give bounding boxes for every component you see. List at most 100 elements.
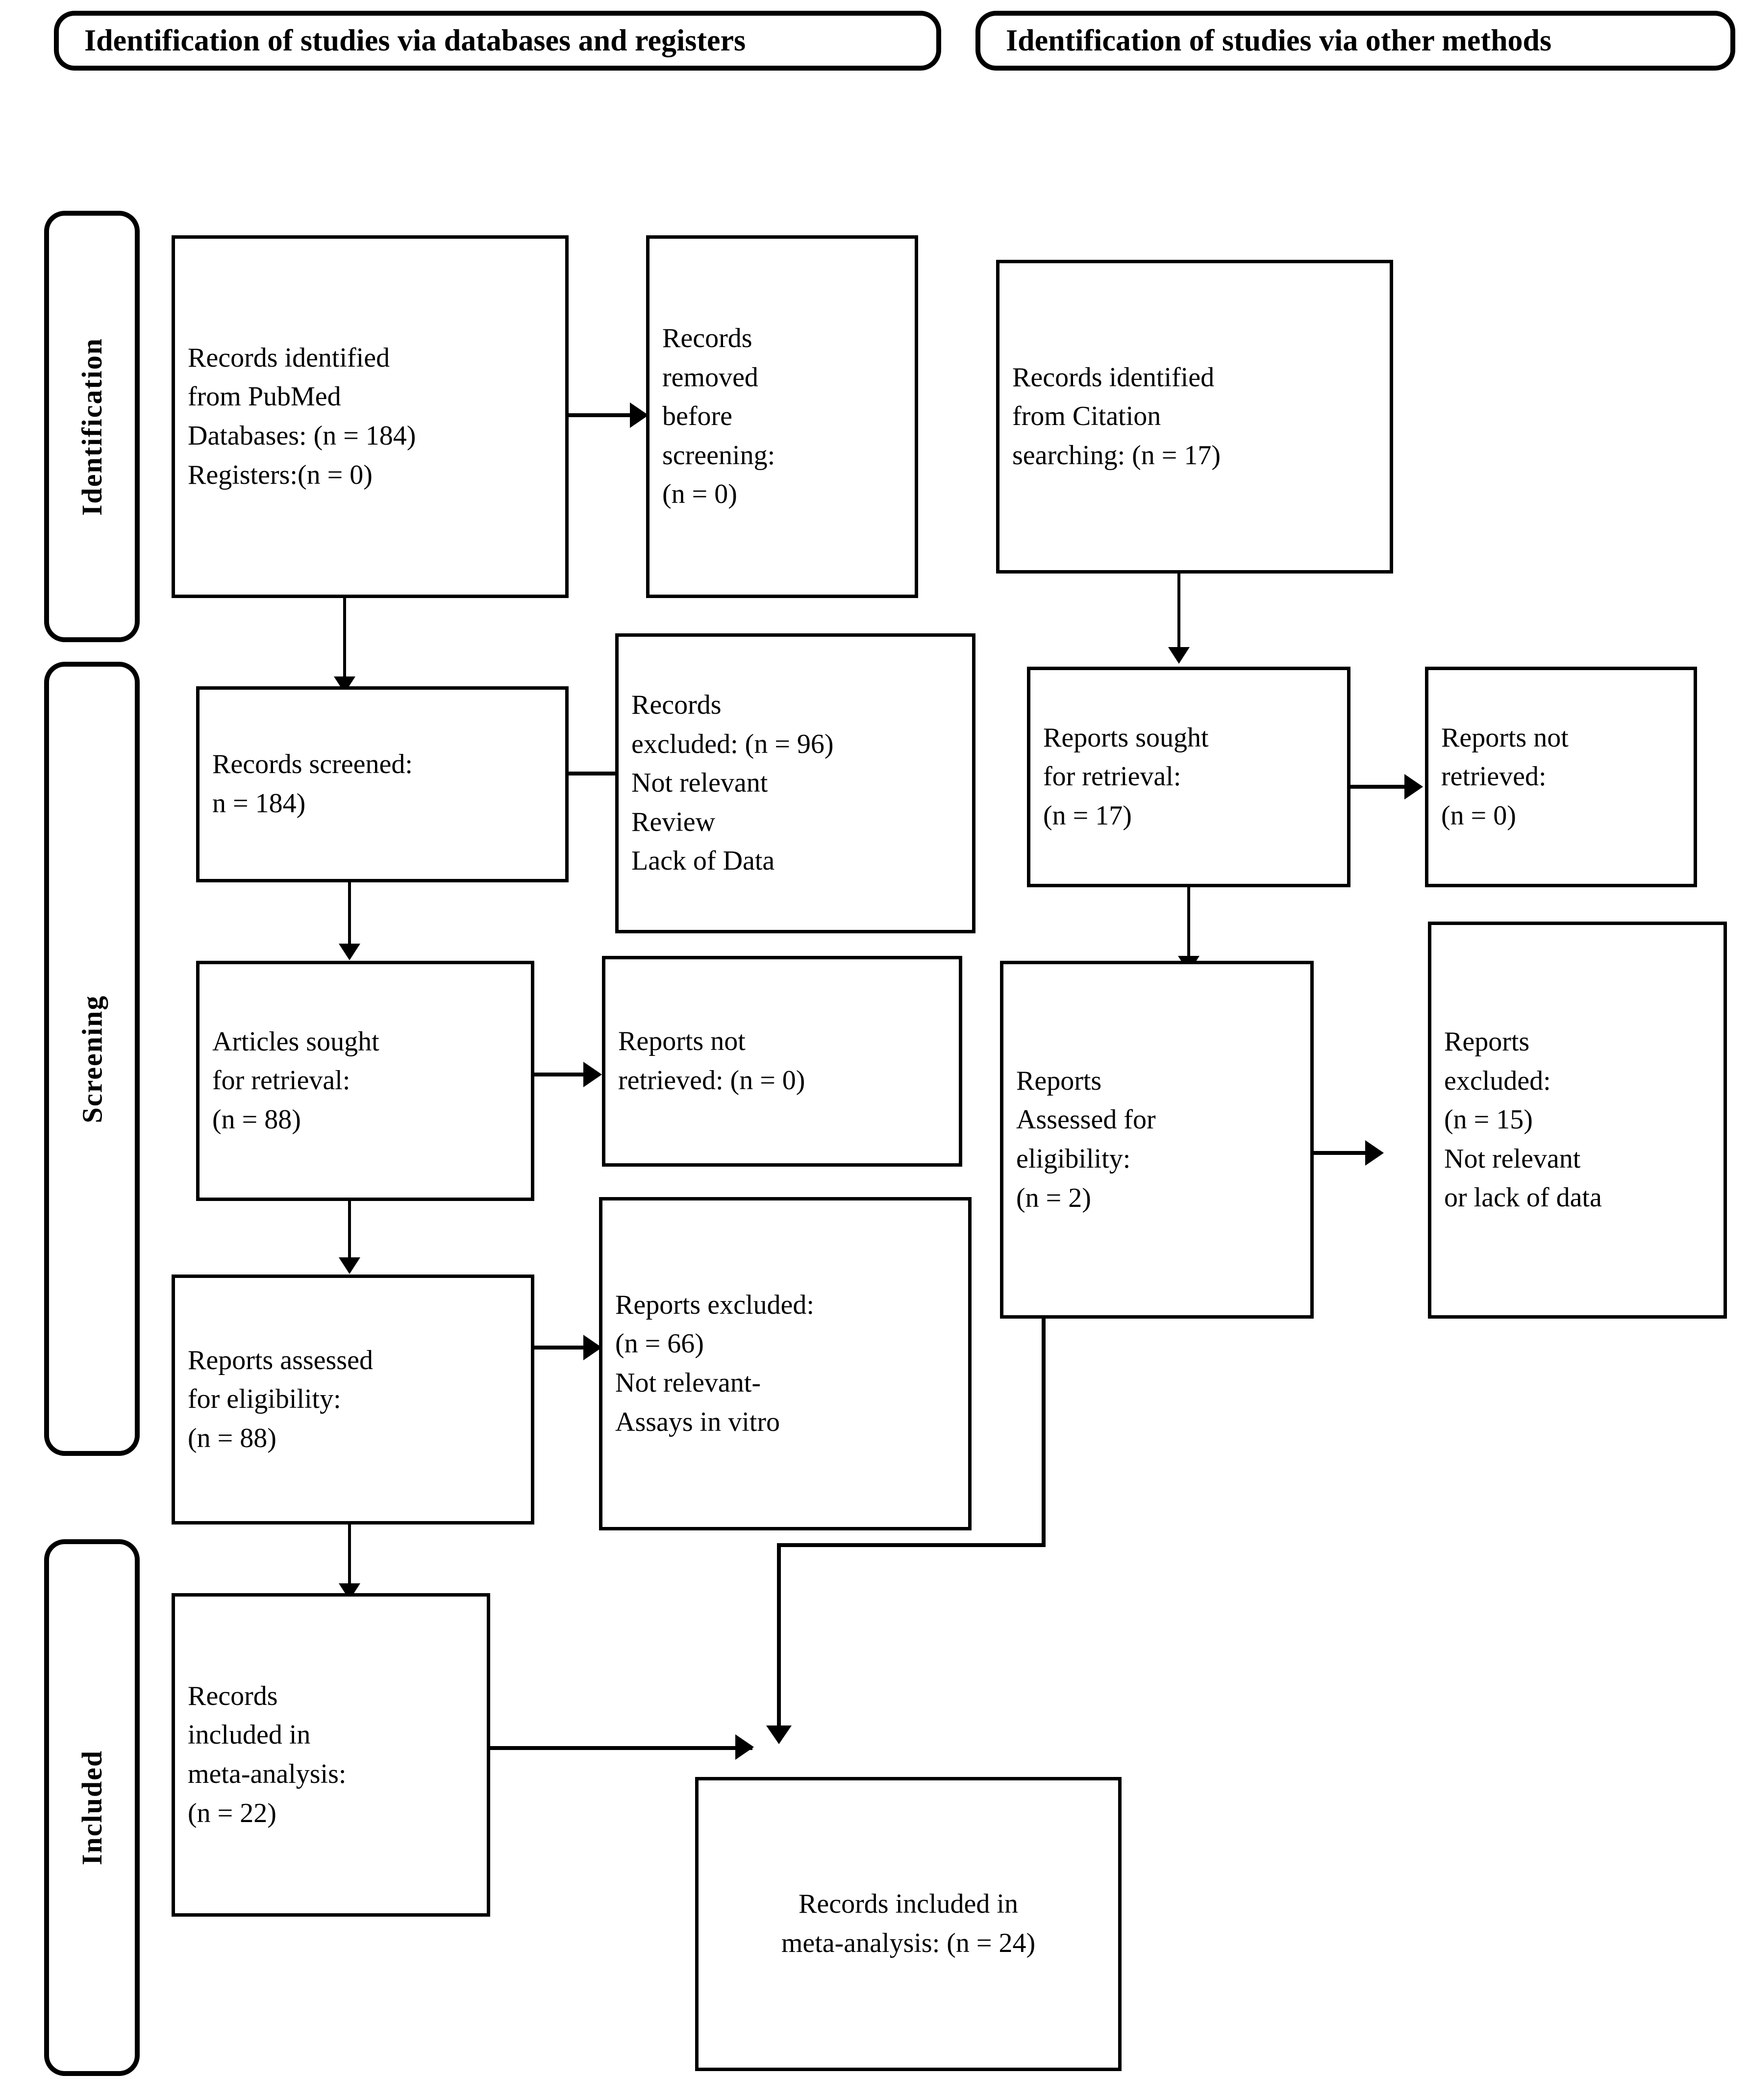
line: (n = 0) bbox=[1441, 800, 1516, 831]
line: Records identified bbox=[188, 342, 390, 373]
arrowhead-identified-to-removed bbox=[630, 402, 649, 428]
connector-articles-to-notretrieved-databases bbox=[534, 1073, 583, 1076]
connector-citation-to-reports-sought bbox=[1177, 574, 1180, 650]
line: Not relevant bbox=[631, 768, 768, 799]
node-articles-sought-databases: Articles sought for retrieval: (n = 88) bbox=[196, 961, 534, 1201]
arrowhead-sought-to-notretrieved-other bbox=[1404, 774, 1423, 800]
connector-assessed-to-excluded-other bbox=[1314, 1151, 1365, 1155]
line: Reports sought bbox=[1043, 722, 1209, 753]
connector-assessed-to-included-databases bbox=[348, 1525, 351, 1586]
line: for retrieval: bbox=[212, 1065, 350, 1096]
line: Reports bbox=[1444, 1026, 1530, 1057]
header-banner-databases-registers: Identification of studies via databases … bbox=[54, 11, 941, 71]
node-records-screened: Records screened: n = 184) bbox=[196, 686, 569, 882]
header-banner-other-methods: Identification of studies via other meth… bbox=[975, 11, 1735, 71]
node-text-articles-sought-databases: Articles sought for retrieval: (n = 88) bbox=[200, 1023, 531, 1140]
line: for eligibility: bbox=[188, 1384, 341, 1415]
line: removed bbox=[662, 362, 758, 393]
elbow-segment-vertical-upper bbox=[1042, 1319, 1046, 1547]
node-reports-sought-other: Reports sought for retrieval: (n = 17) bbox=[1027, 667, 1350, 887]
line: (n = 15) bbox=[1444, 1104, 1533, 1135]
line: (n = 17) bbox=[1043, 800, 1132, 831]
line: meta-analysis: bbox=[188, 1759, 347, 1789]
line: n = 184) bbox=[212, 788, 306, 819]
line: from PubMed bbox=[188, 381, 341, 412]
line: meta-analysis: (n = 24) bbox=[781, 1928, 1036, 1958]
line: Reports excluded: bbox=[615, 1289, 814, 1320]
node-text-records-screened: Records screened: n = 184) bbox=[200, 745, 565, 823]
line: (n = 88) bbox=[188, 1423, 276, 1453]
line: Records screened: bbox=[212, 749, 413, 780]
node-text-records-excluded-screening: Records excluded: (n = 96) Not relevant … bbox=[619, 686, 972, 881]
stage-pill-identification: Identification bbox=[44, 211, 140, 642]
line: (n = 0) bbox=[662, 479, 737, 510]
node-text-reports-excluded-databases: Reports excluded: (n = 66) Not relevant-… bbox=[602, 1286, 968, 1442]
line: retrieved: (n = 0) bbox=[618, 1065, 805, 1096]
node-records-included-total: Records included in meta-analysis: (n = … bbox=[695, 1777, 1122, 2071]
connector-screened-to-articles-sought bbox=[348, 882, 351, 946]
node-text-reports-not-retrieved-databases: Reports not retrieved: (n = 0) bbox=[605, 1022, 959, 1100]
line: searching: (n = 17) bbox=[1012, 440, 1221, 471]
line: Registers:(n = 0) bbox=[188, 459, 373, 490]
stage-label-identification: Identification bbox=[76, 337, 108, 516]
line: Assays in vitro bbox=[615, 1406, 780, 1437]
line: (n = 22) bbox=[188, 1798, 276, 1828]
line: (n = 2) bbox=[1016, 1182, 1091, 1213]
arrowhead-articles-to-assessed-databases bbox=[339, 1257, 360, 1274]
header-label-other-methods: Identification of studies via other meth… bbox=[1006, 24, 1552, 57]
arrowhead-assessed-to-excluded-databases bbox=[583, 1335, 602, 1360]
line: (n = 88) bbox=[212, 1104, 301, 1135]
stage-pill-included: Included bbox=[44, 1539, 140, 2076]
node-text-records-included-databases: Records included in meta-analysis: (n = … bbox=[175, 1677, 487, 1833]
node-text-records-identified-databases: Records identified from PubMed Databases… bbox=[175, 339, 565, 495]
connector-included-to-total bbox=[490, 1746, 752, 1750]
node-records-included-databases: Records included in meta-analysis: (n = … bbox=[172, 1593, 490, 1917]
line: Records bbox=[662, 323, 752, 354]
line: Review bbox=[631, 806, 716, 837]
node-text-reports-not-retrieved-other: Reports not retrieved: (n = 0) bbox=[1428, 719, 1694, 836]
line: for retrieval: bbox=[1043, 761, 1181, 792]
line: Records identified bbox=[1012, 362, 1215, 393]
node-text-reports-sought-other: Reports sought for retrieval: (n = 17) bbox=[1030, 719, 1347, 836]
line: before bbox=[662, 401, 733, 432]
line: Records included in bbox=[799, 1889, 1018, 1920]
line: eligibility: bbox=[1016, 1144, 1131, 1174]
connector-articles-to-assessed-databases bbox=[348, 1201, 351, 1260]
arrowhead-citation-to-reports-sought bbox=[1168, 647, 1190, 664]
line: Lack of Data bbox=[631, 846, 775, 876]
line: Not relevant- bbox=[615, 1368, 761, 1398]
node-records-identified-citation: Records identified from Citation searchi… bbox=[996, 260, 1393, 574]
node-text-reports-assessed-databases: Reports assessed for eligibility: (n = 8… bbox=[175, 1341, 531, 1458]
line: from Citation bbox=[1012, 401, 1161, 432]
line: Reports not bbox=[618, 1026, 746, 1057]
node-text-reports-assessed-other: Reports Assessed for eligibility: (n = 2… bbox=[1003, 1062, 1310, 1218]
connector-screened-to-excluded bbox=[569, 772, 625, 775]
line: Reports assessed bbox=[188, 1345, 373, 1375]
node-reports-not-retrieved-other: Reports not retrieved: (n = 0) bbox=[1425, 667, 1697, 887]
line: Not relevant bbox=[1444, 1143, 1581, 1174]
connector-identified-to-removed bbox=[569, 413, 630, 417]
line: Articles sought bbox=[212, 1026, 379, 1057]
line: excluded: (n = 96) bbox=[631, 728, 834, 759]
connector-identified-to-screened bbox=[343, 598, 346, 679]
line: Reports bbox=[1016, 1065, 1102, 1096]
node-records-removed-before-screening: Records removed before screening: (n = 0… bbox=[646, 235, 918, 598]
arrowhead-assessed-to-excluded-other bbox=[1365, 1140, 1384, 1166]
connector-sought-to-assessed-other bbox=[1187, 887, 1190, 958]
connector-assessed-to-excluded-databases bbox=[534, 1346, 583, 1350]
stage-label-included: Included bbox=[76, 1750, 108, 1866]
arrowhead-articles-to-notretrieved-databases bbox=[583, 1062, 602, 1087]
node-reports-assessed-databases: Reports assessed for eligibility: (n = 8… bbox=[172, 1275, 534, 1525]
node-text-reports-excluded-other: Reports excluded: (n = 15) Not relevant … bbox=[1431, 1023, 1724, 1218]
node-text-records-identified-citation: Records identified from Citation searchi… bbox=[999, 358, 1390, 475]
line: or lack of data bbox=[1444, 1182, 1602, 1213]
line: retrieved: bbox=[1441, 761, 1547, 792]
line: included in bbox=[188, 1720, 311, 1750]
line: Databases: (n = 184) bbox=[188, 421, 416, 451]
arrowhead-screened-to-articles-sought bbox=[339, 944, 360, 960]
node-reports-excluded-other: Reports excluded: (n = 15) Not relevant … bbox=[1428, 922, 1727, 1319]
node-reports-not-retrieved-databases: Reports not retrieved: (n = 0) bbox=[602, 956, 962, 1167]
node-reports-assessed-other: Reports Assessed for eligibility: (n = 2… bbox=[1000, 961, 1314, 1319]
arrowhead-elbow-to-total bbox=[766, 1725, 792, 1744]
node-records-excluded-screening: Records excluded: (n = 96) Not relevant … bbox=[615, 633, 975, 933]
